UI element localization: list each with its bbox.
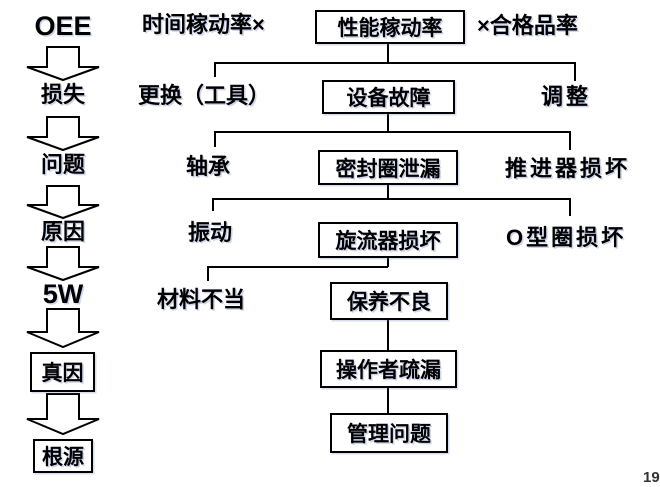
down-block-arrow-icon [26, 246, 100, 282]
down-block-arrow-icon [26, 308, 100, 349]
left-flow-item-problem: 问题 [40, 152, 85, 177]
tree-connector-level4 [207, 258, 389, 281]
tree-box-operator-negligence: 操作者疏漏 [320, 350, 457, 388]
tree-box-management-problem: 管理问题 [330, 413, 448, 453]
tree-box-performance-rate: 性能稼动率 [315, 10, 465, 44]
tree-box-equipment-failure: 设备故障 [322, 80, 455, 114]
tree-label-vibration: 振动 [188, 220, 233, 245]
tree-label-propeller-damage: 推进器损坏 [505, 156, 631, 181]
tree-box-seal-leak: 密封圈泄漏 [318, 150, 458, 185]
left-flow-item-cause: 原因 [40, 219, 85, 244]
tree-connector-level3 [212, 185, 571, 216]
tree-connector-level1 [214, 44, 576, 81]
left-flow-item-oee: OEE [34, 11, 92, 41]
left-flow-box-root: 根源 [33, 439, 93, 473]
tree-label-adjustment: 调整 [541, 84, 592, 109]
tree-label-improper-material: 材料不当 [157, 287, 246, 312]
page-number: 19 [643, 469, 660, 486]
tree-connector-level2 [214, 114, 571, 150]
tree-label-bearing: 轴承 [186, 154, 231, 179]
down-block-arrow-icon [26, 46, 100, 82]
tree-label-quality-rate: ×合格品率 [477, 13, 578, 38]
down-block-arrow-icon [26, 393, 100, 436]
left-flow-item-loss: 损失 [40, 82, 85, 107]
tree-box-poor-maintenance: 保养不良 [330, 282, 448, 320]
down-block-arrow-icon [26, 185, 100, 220]
tree-box-cyclone-damage: 旋流器损坏 [318, 222, 458, 258]
tree-label-tool-change: 更换（工具） [138, 83, 271, 108]
tree-label-time-rate: 时间稼动率× [142, 12, 265, 37]
left-flow-box-true-cause: 真因 [30, 352, 95, 392]
left-flow-item-5w: 5W [42, 279, 84, 309]
tree-label-oring-damage: O型圈损坏 [506, 225, 627, 250]
down-block-arrow-icon [26, 116, 100, 152]
